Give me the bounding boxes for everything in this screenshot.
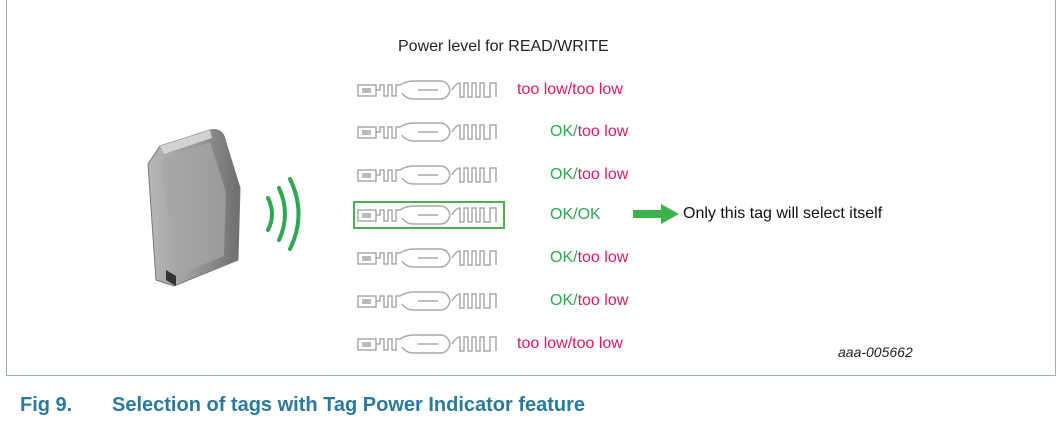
rfid-tag-icon — [353, 201, 505, 229]
write-status: too low — [572, 335, 623, 352]
read-status: OK — [550, 123, 574, 140]
write-status: OK — [577, 206, 601, 223]
radio-waves-icon — [266, 177, 301, 251]
tag-power-status: OK/too low — [550, 292, 628, 310]
read-status: OK — [550, 206, 574, 223]
rfid-tag-icon — [356, 333, 502, 355]
status-separator: / — [573, 206, 578, 223]
power-level-heading: Power level for READ/WRITE — [398, 38, 609, 55]
rfid-tag-icon — [356, 290, 502, 312]
read-status: OK — [550, 292, 574, 309]
read-status: OK — [550, 166, 574, 183]
tag-power-status: too low/too low — [517, 81, 623, 99]
selection-note: Only this tag will select itself — [683, 205, 883, 222]
read-status: OK — [550, 249, 574, 266]
write-status: too low — [577, 292, 629, 309]
rfid-tag-icon — [356, 79, 502, 101]
read-status: too low — [517, 335, 568, 352]
status-separator: / — [573, 249, 578, 266]
rfid-tag-icon — [356, 247, 502, 269]
rfid-reader-icon — [147, 129, 241, 287]
status-separator: / — [567, 81, 573, 98]
figure-number: Fig 9. — [20, 394, 73, 416]
tag-power-status: OK/too low — [550, 249, 628, 267]
write-status: too low — [577, 166, 629, 183]
write-status: too low — [572, 81, 623, 98]
rfid-tag-icon — [356, 164, 502, 186]
read-status: too low — [517, 81, 568, 98]
status-separator: / — [573, 292, 578, 309]
write-status: too low — [577, 249, 629, 266]
status-separator: / — [573, 123, 578, 140]
write-status: too low — [577, 123, 629, 140]
figure-title: Selection of tags with Tag Power Indicat… — [112, 394, 586, 416]
status-separator: / — [567, 335, 573, 352]
status-separator: / — [573, 166, 578, 183]
rfid-tag-icon — [356, 121, 502, 143]
selection-arrow-icon — [633, 204, 679, 224]
figure-caption: Fig 9. Selection of tags with Tag Power I… — [20, 394, 585, 417]
tag-power-status: OK/too low — [550, 166, 628, 184]
tag-power-status: too low/too low — [517, 335, 623, 353]
figure-frame — [6, 0, 1056, 376]
tag-power-status: OK/OK — [550, 206, 601, 224]
figure-reference: aaa-005662 — [838, 344, 913, 360]
tag-power-status: OK/too low — [550, 123, 628, 141]
